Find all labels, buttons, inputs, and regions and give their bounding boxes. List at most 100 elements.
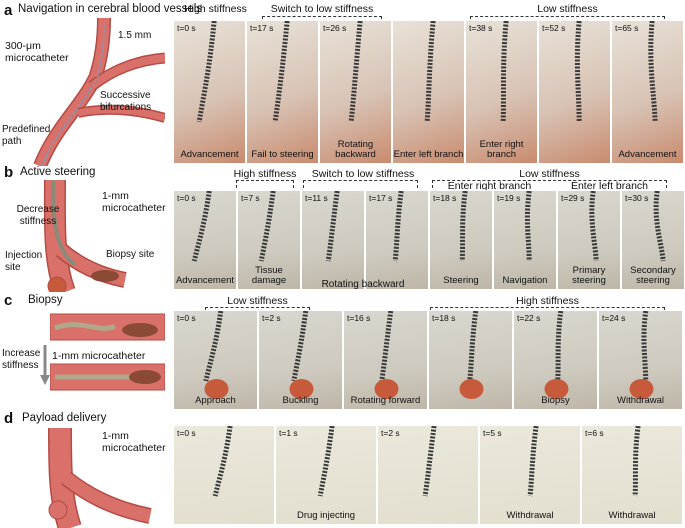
panel_c-frame-time: t=2 s bbox=[262, 313, 281, 323]
panel_b-frame-4-scene bbox=[459, 191, 468, 262]
header-b-left-branch: Enter left branch bbox=[570, 180, 649, 192]
panel-d-title: Payload delivery bbox=[22, 412, 107, 424]
panel_a-frame-time: t=17 s bbox=[250, 23, 274, 33]
panel_b-frame-caption: Navigation bbox=[502, 275, 548, 286]
panel_a-frame-5: t=52 s bbox=[538, 20, 611, 164]
header-c-high: High stiffness bbox=[516, 295, 579, 307]
panel_b-frame-0-scene bbox=[191, 191, 212, 262]
panel_a-frame-time: t=65 s bbox=[615, 23, 639, 33]
panel_c-frame-time: t=22 s bbox=[517, 313, 541, 323]
panel_c-frame-time: t=18 s bbox=[432, 313, 456, 323]
header-b-low: Low stiffness bbox=[519, 168, 580, 180]
panel-c-letter: c bbox=[4, 292, 13, 309]
panel_a-frame-time: t=52 s bbox=[542, 23, 566, 33]
schematic-path-label: Predefined path bbox=[2, 124, 51, 147]
panel-a-schematic bbox=[33, 18, 165, 166]
panel-b-schematic bbox=[43, 180, 127, 292]
bracket-b-low bbox=[432, 180, 667, 188]
panel_a-frame-3-scene bbox=[424, 21, 436, 122]
increase-arrow-icon bbox=[40, 345, 50, 385]
panel_c-frame-5-scene bbox=[629, 311, 654, 399]
panel-a-title: Navigation in cerebral blood vessels bbox=[18, 3, 203, 15]
panel_a-frame-time: t=0 s bbox=[177, 23, 196, 33]
schematic-b-injection: Injection site bbox=[5, 250, 43, 273]
panel-c-schematic bbox=[50, 313, 165, 391]
panel_c-frame-time: t=24 s bbox=[602, 313, 626, 323]
panel_c-frame-caption: Approach bbox=[195, 395, 236, 406]
panel_c-frame-4-scene bbox=[544, 311, 569, 399]
b-rotating-label: Rotating backward bbox=[321, 279, 405, 290]
panel-c-title: Biopsy bbox=[28, 294, 63, 306]
panel_b-frame-time: t=29 s bbox=[561, 193, 585, 203]
header-a-switch: Switch to low stiffness bbox=[270, 3, 374, 15]
panel_a-frame-0-scene bbox=[196, 21, 217, 123]
panel_b-frame-time: t=30 s bbox=[625, 193, 649, 203]
panel_d-frame-2-scene bbox=[422, 426, 437, 497]
panel_a-frame-6: t=65 s Advancement bbox=[611, 20, 684, 164]
panel_b-frame-caption: Advancement bbox=[175, 275, 235, 286]
panel_d-frame-4-scene bbox=[632, 426, 641, 497]
panel_c-frame-5: t=24 s Withdrawal bbox=[598, 310, 683, 410]
panel_a-frame-caption: Advancement bbox=[618, 149, 677, 160]
panel_b-frame-time: t=17 s bbox=[369, 193, 393, 203]
panel_c-frame-caption: Biopsy bbox=[541, 395, 570, 406]
panel_c-frame-0-scene bbox=[203, 311, 229, 399]
panel_c-frame-time: t=0 s bbox=[177, 313, 196, 323]
panel_c-frame-1-scene bbox=[289, 311, 314, 399]
panel_b-frame-1-scene bbox=[258, 191, 276, 262]
header-b-high: High stiffness bbox=[233, 168, 297, 180]
panel_a-frame-caption: Advancement bbox=[180, 149, 239, 160]
panel_b-frame-6-scene bbox=[589, 191, 599, 262]
panel_c-frame-caption: Rotating forward bbox=[350, 395, 421, 406]
panel-b-letter: b bbox=[4, 164, 14, 181]
panel_a-frame-5-scene bbox=[574, 21, 582, 122]
schematic-bifurcations-label: Successive bifurcations bbox=[100, 90, 152, 113]
panel_a-frame-3: Enter left branch bbox=[392, 20, 465, 164]
panel-b-title: Active steering bbox=[20, 166, 96, 178]
panel_d-frame-time: t=6 s bbox=[585, 428, 604, 438]
panel_d-frame-time: t=0 s bbox=[177, 428, 196, 438]
panel_b-frame-3: t=17 s bbox=[365, 190, 429, 290]
panel_a-frame-caption: Enter right branch bbox=[479, 139, 524, 160]
panel_d-frame-1: t=1 s Drug injecting bbox=[275, 425, 377, 525]
panel_c-frame-4: t=22 s Biopsy bbox=[513, 310, 598, 410]
panel_a-frame-time: t=38 s bbox=[469, 23, 493, 33]
schematic-b-biopsy: Biopsy site bbox=[106, 249, 155, 260]
panel_c-frame-time: t=16 s bbox=[347, 313, 371, 323]
panel_a-frame-4-scene bbox=[500, 21, 509, 122]
panel_b-frame-time: t=18 s bbox=[433, 193, 457, 203]
panel_d-frame-0-scene bbox=[212, 426, 233, 497]
panel_b-frame-time: t=0 s bbox=[177, 193, 196, 203]
panel_b-frame-7-scene bbox=[653, 191, 666, 262]
panel_b-frame-2: t=11 s bbox=[301, 190, 365, 290]
panel_d-frame-caption: Withdrawal bbox=[608, 510, 656, 521]
schematic-c-increase: Increase stiffness bbox=[2, 348, 41, 371]
panel_a-frame-1-scene bbox=[272, 21, 290, 123]
panel_d-frame-1-scene bbox=[317, 426, 335, 497]
panel_b-frame-caption: Steering bbox=[443, 275, 479, 286]
header-a-high-stiffness: High stiffness bbox=[184, 3, 247, 15]
header-b-switch: Switch to low stiffness bbox=[311, 168, 415, 180]
panel_a-frame-6-scene bbox=[648, 21, 658, 122]
bracket-b-high bbox=[236, 180, 294, 188]
panel_b-frame-time: t=7 s bbox=[241, 193, 260, 203]
panel_d-frame-3-scene bbox=[527, 426, 539, 497]
panel_b-frame-4: t=18 s Steering bbox=[429, 190, 493, 290]
panel_d-frame-time: t=5 s bbox=[483, 428, 502, 438]
panel_b-frame-5-scene bbox=[524, 191, 532, 262]
panel-d-schematic bbox=[48, 428, 152, 528]
panel_d-frame-2: t=2 s bbox=[377, 425, 479, 525]
panel_d-frame-time: t=1 s bbox=[279, 428, 298, 438]
panel_c-frame-caption: Withdrawal bbox=[617, 395, 664, 406]
header-b-right-branch: Enter right branch bbox=[447, 180, 532, 192]
schematic-catheter-label: 300-μm microcatheter bbox=[5, 40, 69, 64]
panel_d-frame-4: t=6 s Withdrawal bbox=[581, 425, 683, 525]
panel_d-frame-caption: Drug injecting bbox=[296, 510, 356, 521]
panel_b-frame-0: t=0 s Advancement bbox=[173, 190, 237, 290]
panel_a-frame-time: t=26 s bbox=[323, 23, 347, 33]
panel_a-frame-2-scene bbox=[348, 21, 363, 123]
